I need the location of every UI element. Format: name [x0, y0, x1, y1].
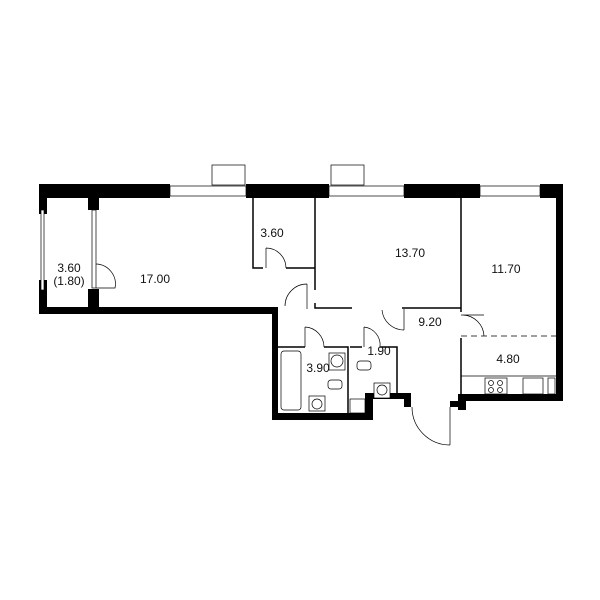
walls [39, 184, 563, 420]
balcony-window [91, 209, 97, 289]
toilet-area: 1.90 [367, 344, 391, 358]
living-room-area: 17.00 [140, 272, 170, 286]
bathroom-area: 3.90 [306, 361, 330, 375]
balcony-area: 3.60 [57, 261, 81, 275]
window [479, 185, 541, 197]
windows [40, 164, 541, 291]
toilet-icon [327, 379, 343, 390]
door-toilet [363, 326, 381, 348]
balcony-glazing [40, 209, 45, 291]
shower-tray [349, 398, 366, 414]
fridge-icon [547, 377, 556, 395]
hallway-area: 9.20 [418, 315, 442, 329]
bedroom-1-area: 13.70 [395, 246, 425, 260]
door-entrance [411, 406, 451, 446]
window [169, 185, 247, 197]
kitchen-area: 4.80 [496, 352, 520, 366]
door-bathroom [304, 326, 325, 348]
bathtub-icon [280, 350, 302, 411]
window-ac-unit [330, 164, 365, 186]
door-storage [265, 247, 287, 269]
stove-icon [484, 377, 508, 395]
door-balcony [95, 263, 116, 289]
door-bedroom-2 [461, 314, 485, 337]
room-labels: 3.60 (1.80) 17.00 3.60 13.70 11.70 9.20 … [53, 226, 521, 375]
door-living [284, 283, 308, 309]
toilet-icon [356, 360, 372, 371]
partitions [252, 198, 557, 413]
door-bedroom-1 [381, 309, 405, 331]
bedroom-2-area: 11.70 [491, 262, 520, 276]
fixtures [280, 350, 556, 414]
window [328, 185, 405, 197]
kitchen-sink-icon [522, 377, 544, 395]
doors [95, 247, 485, 446]
storage-area: 3.60 [260, 226, 284, 240]
window-ac-unit [211, 164, 246, 186]
balcony-reduced-area: (1.80) [53, 274, 84, 288]
